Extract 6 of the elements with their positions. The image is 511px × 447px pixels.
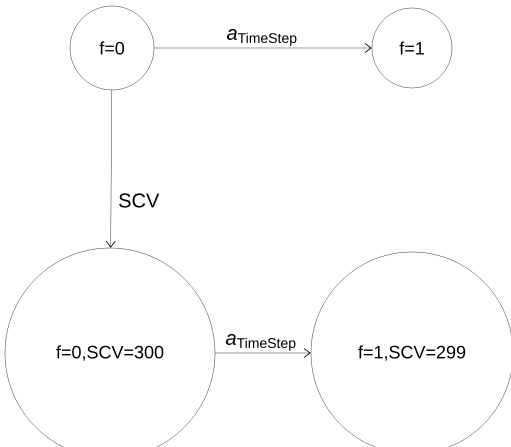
arrow [215,348,311,358]
edge-label: SCV [119,193,160,208]
edge-label: a$_{TimeStep}$ [226,29,296,46]
arrow [106,90,116,248]
arrow [154,43,372,53]
edge-label: a$_{TimeStep}$ [226,334,296,351]
